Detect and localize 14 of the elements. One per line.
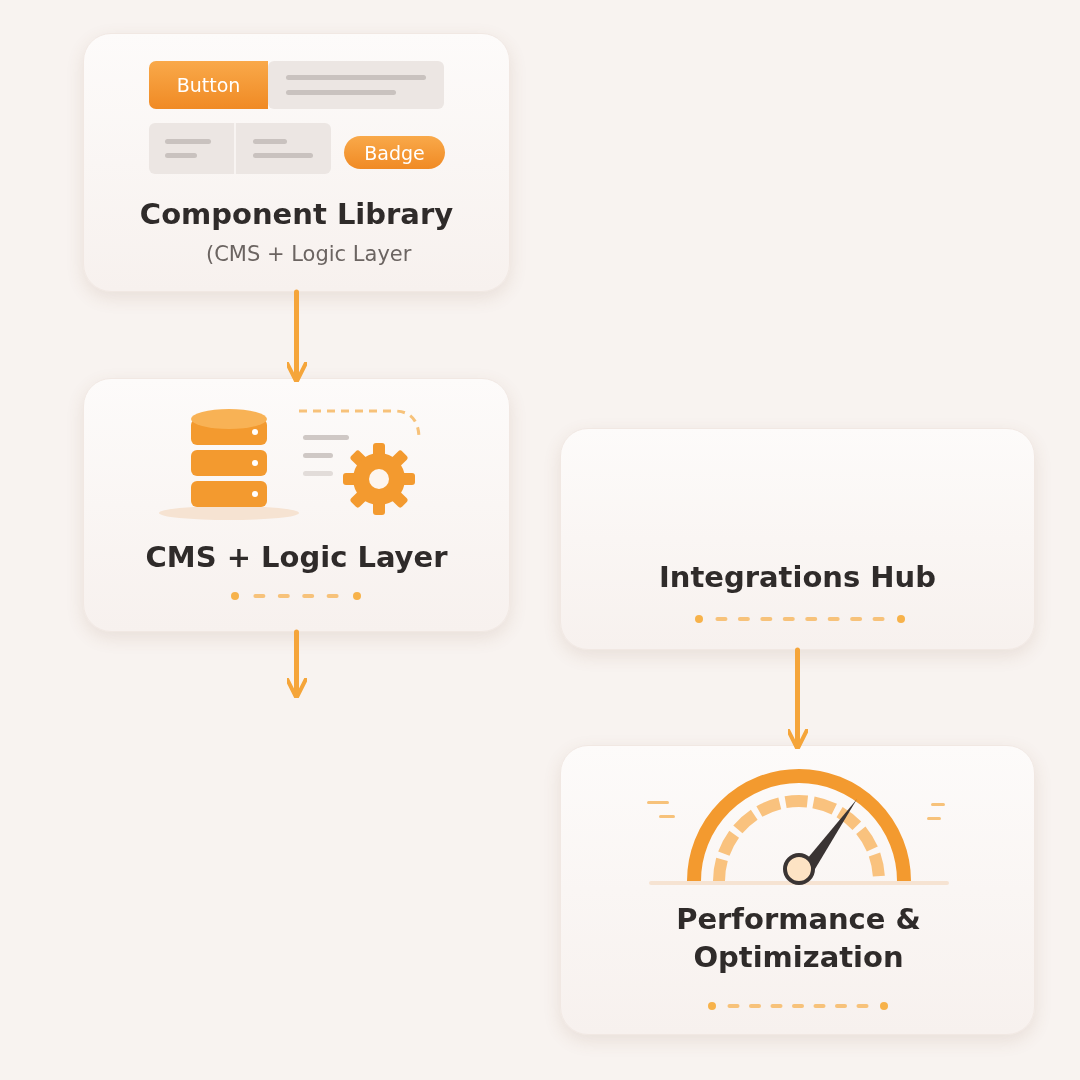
process-card	[83, 378, 510, 632]
arrow	[785, 647, 810, 751]
card-title: Component Library	[138, 196, 455, 233]
badge-sample: Badge	[344, 136, 445, 169]
arrow	[284, 629, 309, 700]
process-card	[560, 745, 1035, 1035]
card-subtitle: (CMS + Logic Layer	[206, 242, 412, 266]
arrow	[284, 289, 309, 384]
card-title: Performance & Optimization	[675, 901, 922, 976]
card-title: CMS + Logic Layer	[144, 539, 449, 576]
button-sample: Button	[149, 61, 268, 109]
card-title: Integrations Hub	[658, 559, 937, 596]
process-card	[83, 33, 510, 292]
process-card	[560, 428, 1035, 650]
